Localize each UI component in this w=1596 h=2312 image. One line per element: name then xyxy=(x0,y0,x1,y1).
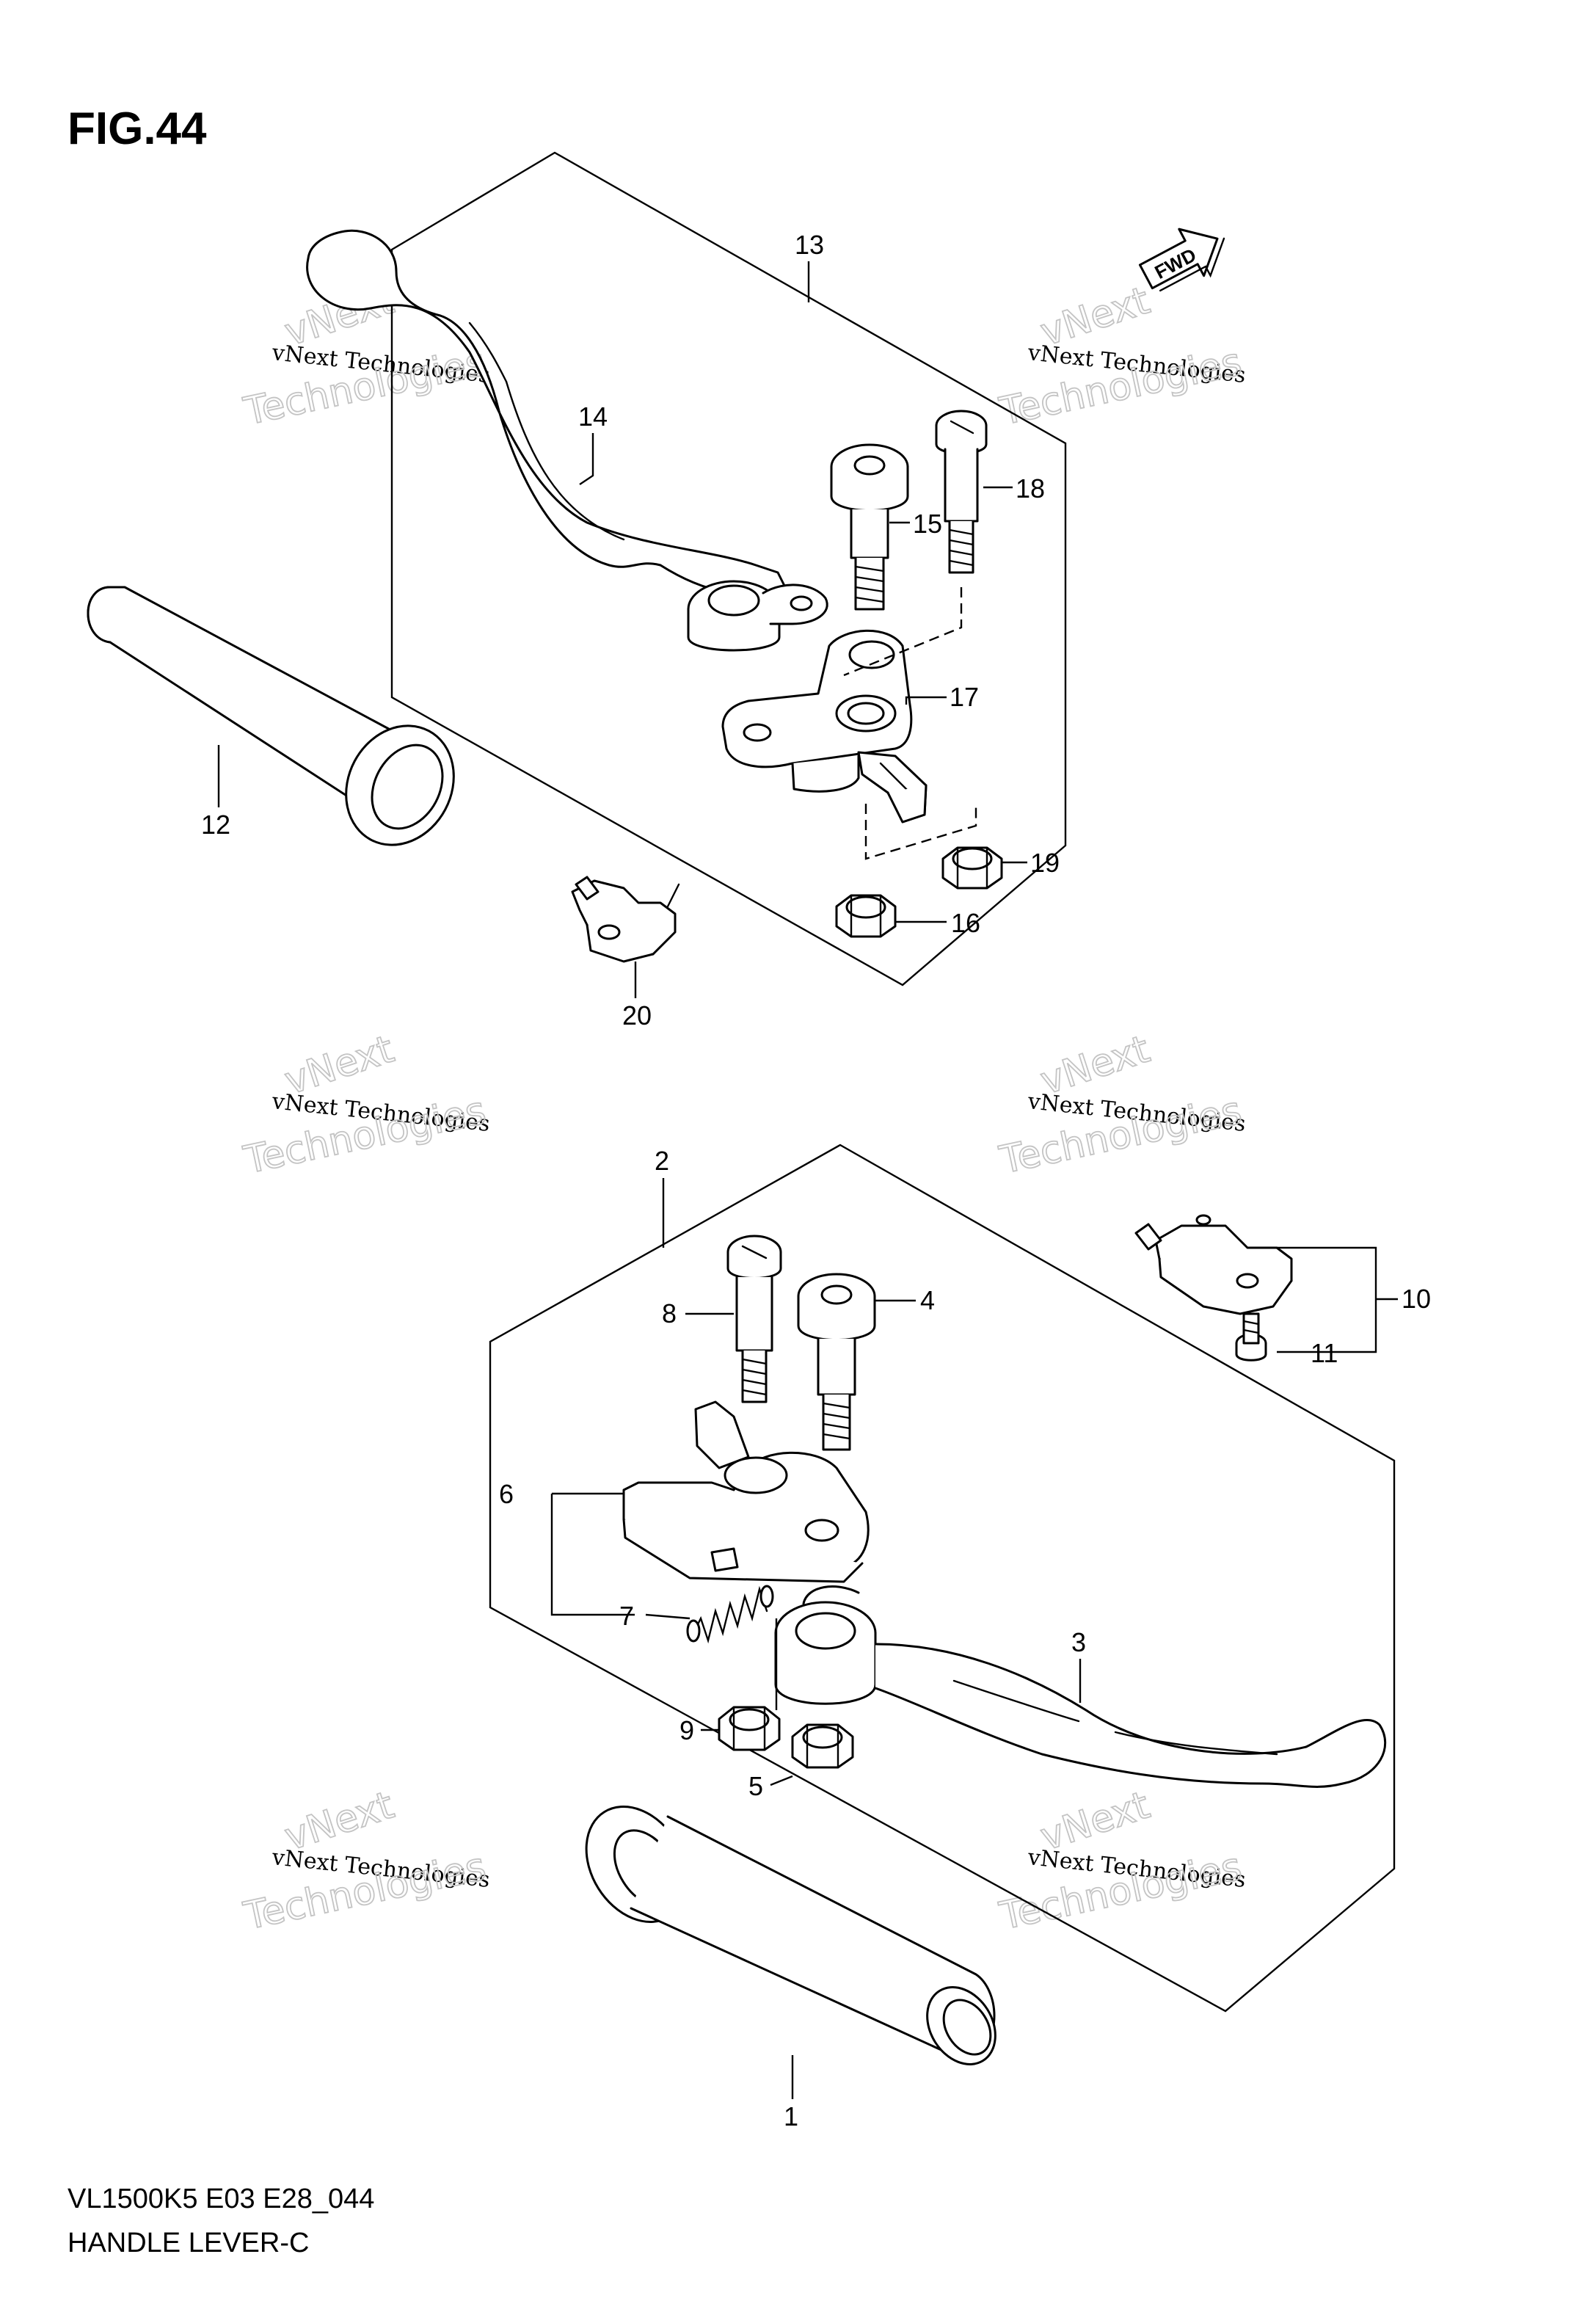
bolt-15 xyxy=(830,443,909,611)
callout-18: 18 xyxy=(1016,473,1045,504)
callout-16: 16 xyxy=(951,908,980,938)
bolt-8 xyxy=(726,1235,782,1403)
callout-8: 8 xyxy=(662,1298,677,1328)
callout-1: 1 xyxy=(784,2101,798,2131)
callout-7: 7 xyxy=(619,1601,634,1631)
callout-numbers: 13 14 15 18 17 19 16 12 20 2 8 4 6 7 3 9… xyxy=(201,230,1431,2131)
callout-14: 14 xyxy=(578,401,608,432)
callout-20: 20 xyxy=(622,1000,652,1030)
callout-12: 12 xyxy=(201,810,230,840)
grip-1 xyxy=(585,1806,996,2065)
callout-9: 9 xyxy=(679,1715,694,1745)
grip-12 xyxy=(87,586,455,846)
figure-title: FIG.44 xyxy=(68,103,207,154)
nut-9 xyxy=(718,1706,781,1751)
fwd-arrow-icon: FWD xyxy=(1138,228,1225,292)
lever-3 xyxy=(774,1585,1387,1788)
callout-5: 5 xyxy=(748,1771,763,1801)
callout-2: 2 xyxy=(655,1146,669,1176)
switch-10 xyxy=(1134,1214,1293,1315)
watermark: vNext vNext Technologies Technologies xyxy=(995,1783,1247,1940)
nut-19 xyxy=(941,846,1003,890)
watermark: vNext vNext Technologies Technologies xyxy=(239,1783,491,1940)
nut-5 xyxy=(791,1723,854,1769)
switch-20 xyxy=(571,876,680,963)
watermark: vNext vNext Technologies Technologies xyxy=(995,1027,1247,1184)
assembly-outline-13 xyxy=(390,151,1067,986)
callout-15: 15 xyxy=(913,509,942,539)
lever-14 xyxy=(306,229,828,652)
callout-6: 6 xyxy=(499,1479,514,1509)
watermark: vNext vNext Technologies Technologies xyxy=(239,1027,491,1184)
assembly-line xyxy=(843,587,963,677)
watermark: vNext vNext Technologies Technologies xyxy=(995,278,1247,435)
callout-17: 17 xyxy=(950,682,979,712)
spring-7 xyxy=(686,1585,774,1644)
bracket-17 xyxy=(721,629,928,824)
assembly-line xyxy=(864,804,977,860)
callout-3: 3 xyxy=(1071,1627,1086,1657)
callout-4: 4 xyxy=(920,1285,935,1315)
bolt-18 xyxy=(935,410,988,574)
bracket-6 xyxy=(622,1400,870,1583)
nut-16 xyxy=(835,894,897,938)
callout-10: 10 xyxy=(1402,1284,1431,1314)
callout-11: 11 xyxy=(1311,1338,1338,1368)
figure-name: HANDLE LEVER-C xyxy=(68,2228,309,2258)
bolt-4 xyxy=(797,1273,876,1451)
assembly-outline-2 xyxy=(489,1144,1396,2013)
leader-lines xyxy=(217,261,1398,2099)
callout-13: 13 xyxy=(795,230,824,260)
screw-11 xyxy=(1235,1312,1267,1362)
model-code: VL1500K5 E03 E28_044 xyxy=(68,2184,374,2214)
callout-19: 19 xyxy=(1030,848,1060,878)
